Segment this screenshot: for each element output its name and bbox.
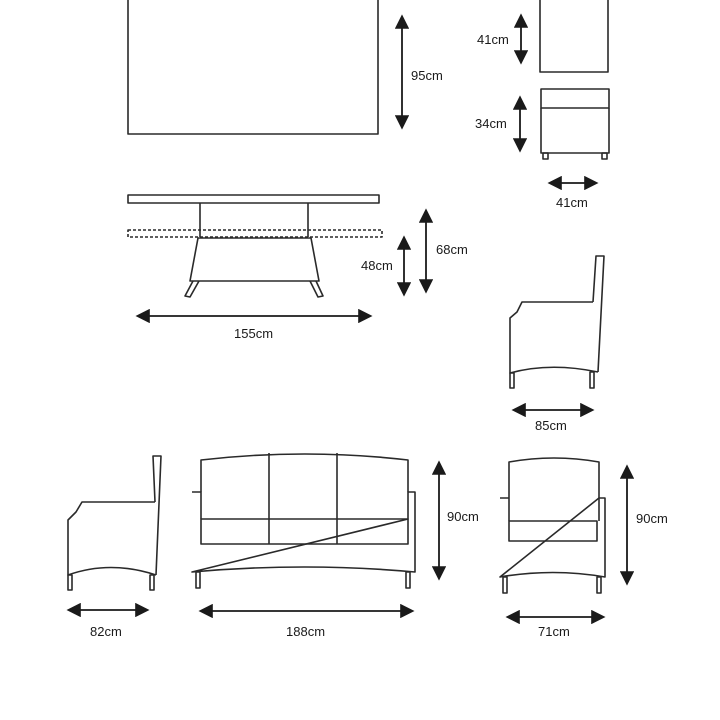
dining-chair-side-view: 85cm: [509, 255, 605, 433]
sofa-width-label: 188cm: [286, 624, 325, 639]
table-depth-label: 95cm: [411, 68, 443, 83]
sofa-front-view: 90cm 188cm: [191, 453, 479, 639]
lounge-chair-side-view: 82cm: [66, 455, 162, 639]
table-high-height-label: 68cm: [436, 242, 468, 257]
table-top-view: 95cm: [127, 0, 443, 135]
sofa-height-label: 90cm: [447, 509, 479, 524]
dining-chair-depth-label: 85cm: [535, 418, 567, 433]
lounge-chair-depth-label: 82cm: [90, 624, 122, 639]
armchair-front-view: 90cm 71cm: [499, 457, 668, 639]
stool-height-label: 34cm: [475, 116, 507, 131]
stool-width-label: 41cm: [556, 195, 588, 210]
table-low-height-label: 48cm: [361, 258, 393, 273]
stool-views: 41cm 34cm 41cm: [475, 0, 610, 210]
table-side-view: 48cm 68cm 155cm: [127, 194, 468, 341]
table-width-label: 155cm: [234, 326, 273, 341]
stool-depth-label: 41cm: [477, 32, 509, 47]
armchair-width-label: 71cm: [538, 624, 570, 639]
armchair-height-label: 90cm: [636, 511, 668, 526]
